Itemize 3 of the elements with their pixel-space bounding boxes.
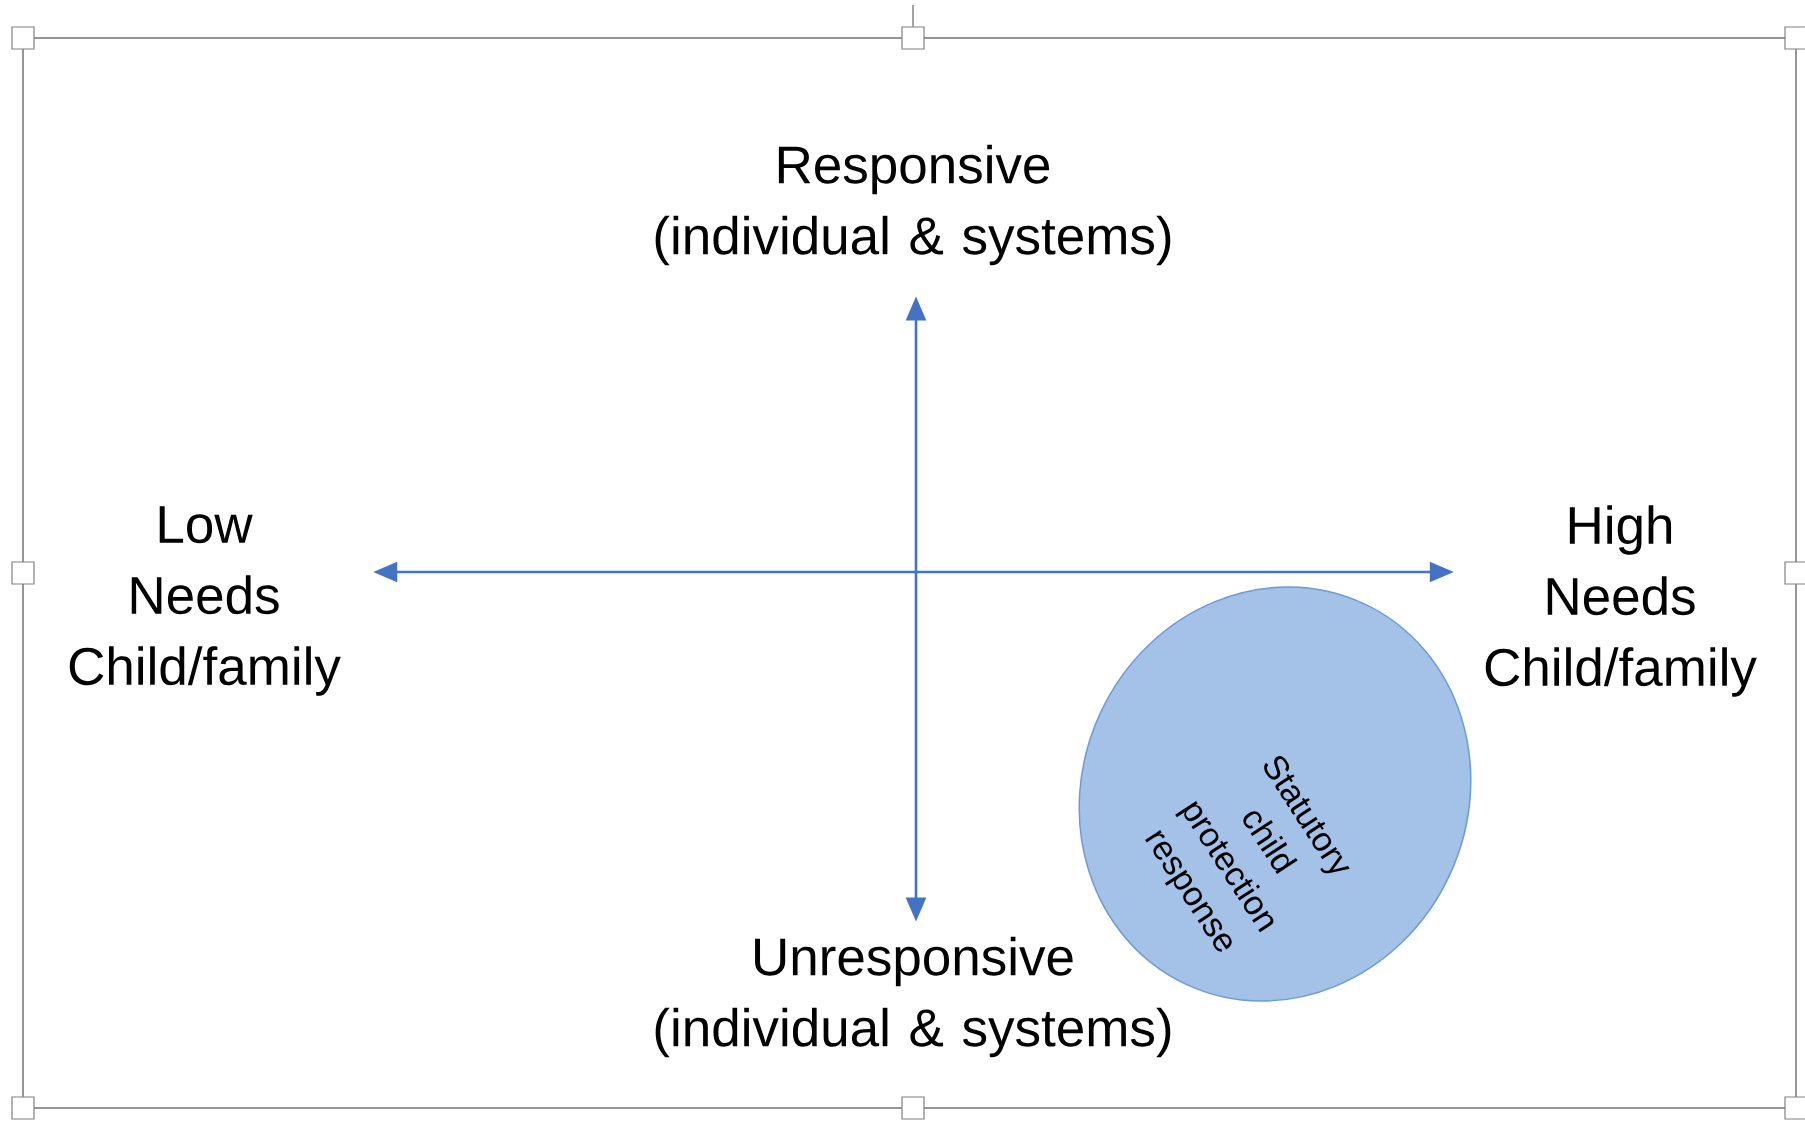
axis-label: Responsive (individual & systems) — [655, 144, 1171, 266]
axis-label: High Needs Child/family — [1485, 505, 1757, 697]
axis-label: Low Needs Child/family — [69, 506, 341, 696]
